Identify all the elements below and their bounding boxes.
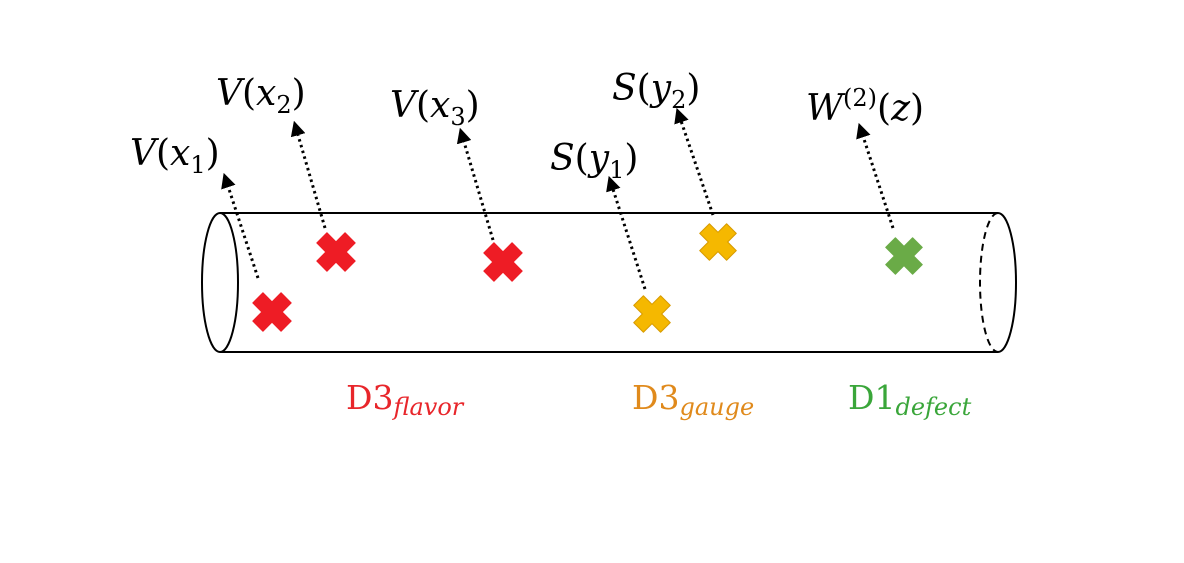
cross-mark-icon-s-y1 <box>633 295 671 333</box>
label-v-x3: V(x3) <box>390 85 480 131</box>
arrow-s-y2 <box>674 107 715 216</box>
operator-labels: V(x1) V(x2) V(x3) S(y1) S(y2) W(2)(z) <box>130 68 924 184</box>
arrow-s-y1 <box>606 175 647 290</box>
cylinder-right-cap-front <box>997 212 1017 353</box>
cross-mark-icon-w-z <box>885 237 923 275</box>
cross-mark-icon-s-y2 <box>699 223 737 261</box>
brane-label-gauge: D3gauge <box>632 378 754 421</box>
label-v-x2: V(x2) <box>216 73 306 119</box>
label-s-y2: S(y2) <box>612 68 700 114</box>
arrow-v-x1 <box>221 172 260 279</box>
cylinder <box>201 212 1017 353</box>
brane-label-defect: D1defect <box>848 378 972 421</box>
insertion-markers <box>252 223 923 333</box>
brane-labels: D3flavor D3gauge D1defect <box>346 378 972 421</box>
cross-mark-icon-v-x3 <box>483 242 523 282</box>
cylinder-left-cap <box>201 212 239 353</box>
label-s-y1: S(y1) <box>550 138 638 184</box>
cross-mark-icon-v-x2 <box>316 232 356 272</box>
brane-label-flavor: D3flavor <box>346 378 465 421</box>
label-w-z: W(2)(z) <box>806 84 924 129</box>
pointer-arrows <box>221 107 895 290</box>
cylinder-right-cap-back <box>979 212 999 353</box>
arrow-v-x3 <box>456 127 495 241</box>
arrow-w-z <box>856 122 895 229</box>
label-v-x1: V(x1) <box>130 133 220 179</box>
cross-mark-icon-v-x1 <box>252 292 292 332</box>
